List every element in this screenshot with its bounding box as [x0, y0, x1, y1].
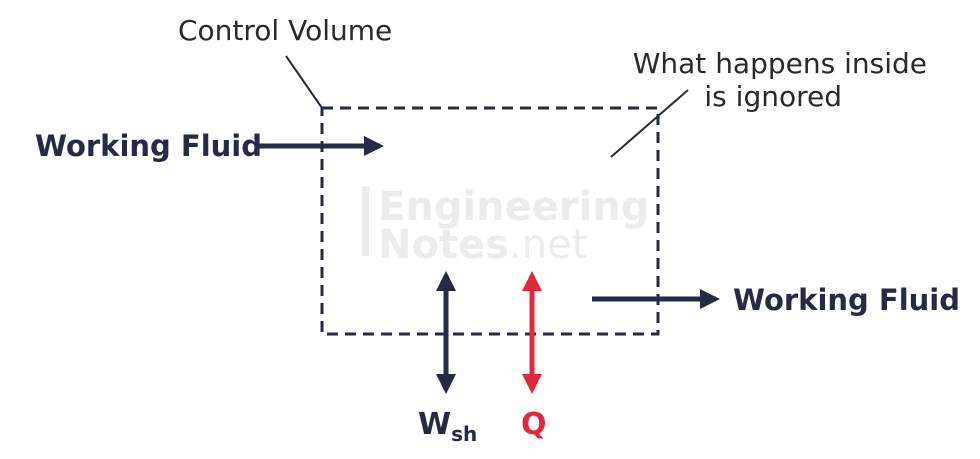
shaft-work-symbol: W: [418, 407, 451, 442]
inside-ignored-leader-line: [610, 89, 689, 158]
control-volume-leader-line: [285, 55, 323, 109]
watermark-net: .net: [509, 222, 587, 268]
watermark-notes: Notes: [378, 222, 509, 268]
outlet-working-fluid-label: Working Fluid: [733, 283, 960, 317]
watermark-line2: Notes.net: [378, 222, 587, 268]
inside-ignored-label-line1: What happens inside: [633, 47, 927, 80]
inside-ignored-label-line2: is ignored: [704, 80, 842, 113]
shaft-work-label: Wsh: [418, 407, 477, 446]
shaft-work-subscript: sh: [451, 422, 477, 446]
watermark: Engineering Notes.net: [362, 184, 649, 268]
control-volume-label: Control Volume: [178, 14, 392, 47]
inlet-working-fluid-label: Working Fluid: [35, 129, 262, 163]
heat-label: Q: [521, 407, 547, 442]
control-volume-boundary: [320, 106, 660, 336]
watermark-line1: Engineering: [378, 184, 649, 230]
watermark-bar: [362, 186, 369, 256]
